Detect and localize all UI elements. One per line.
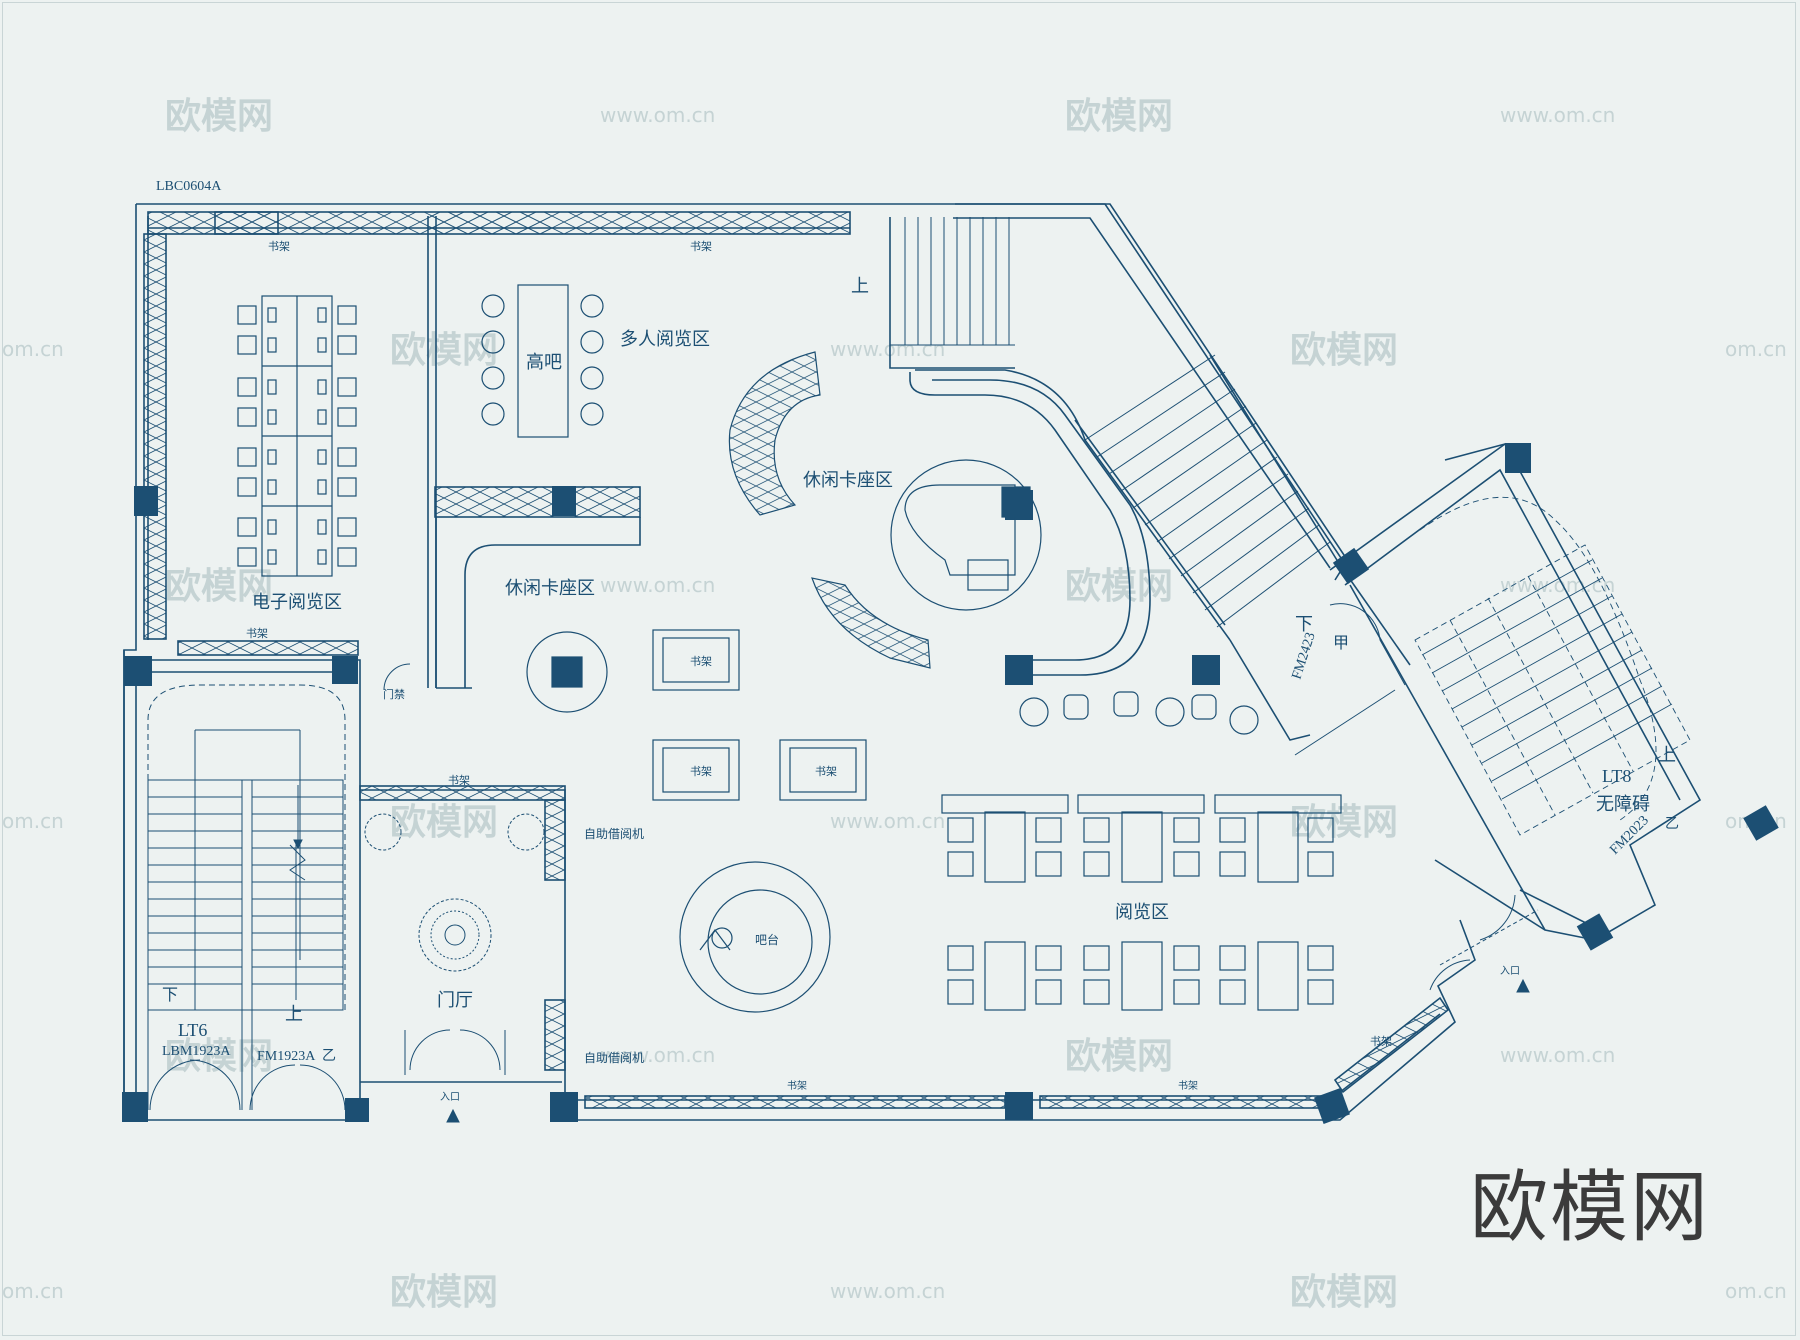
watermark-url: www.om.cn (600, 1043, 715, 1067)
lt6-name-label: LT6 (178, 1020, 207, 1040)
zone-front-desk: 吧台 (755, 932, 779, 947)
lt8-name-label: LT8 (1602, 766, 1631, 786)
watermark-logo: 欧模网 (390, 330, 498, 371)
e-reading-desks (237, 295, 357, 577)
fm2423-grade-label: 甲 (1333, 633, 1349, 652)
grand-piano (890, 459, 1042, 611)
zone-multi-reading: 多人阅览区 (620, 329, 710, 350)
bookshelf-label: 书架 (787, 1080, 807, 1092)
curved-sofas (728, 351, 931, 669)
lt6-stair (147, 684, 346, 1111)
watermark-url: www.om.cn (830, 337, 945, 361)
stair-up-label: 上 (851, 276, 869, 297)
lt6-grade-label: 乙 (322, 1048, 336, 1064)
bookshelf-unit-label: 书架 (815, 765, 837, 778)
watermark-url-short: om.cn (1725, 1279, 1787, 1303)
watermark-logo: 欧模网 (1065, 96, 1173, 137)
watermark-logo: 欧模网 (165, 566, 273, 607)
lt6-door-left-label: LBM1923A (162, 1044, 231, 1059)
watermark-url-short: om.cn (2, 337, 64, 361)
high-bar-table (481, 284, 604, 438)
self-service-label: 自助借阅机 (584, 827, 644, 841)
reading-tables (941, 794, 1342, 1011)
watermark-url: www.om.cn (830, 809, 945, 833)
zone-lounge-booth-right: 休闲卡座区 (803, 470, 893, 491)
watermark-url: www.om.cn (830, 1279, 945, 1303)
watermark-url: www.om.cn (1500, 103, 1615, 127)
labels: LBC0604A 书架 书架 书架 书架 书架 书架 书架 书架 书架 书架 电… (156, 179, 1679, 1103)
watermark-logo: 欧模网 (390, 802, 498, 843)
watermark-url-short: om.cn (1725, 337, 1787, 361)
bookshelf-unit-label: 书架 (690, 765, 712, 778)
zone-high-bar: 高吧 (526, 352, 562, 373)
bar-stools (1019, 691, 1259, 735)
watermark-logo: 欧模网 (1065, 1036, 1173, 1077)
watermark-url: www.om.cn (1500, 1043, 1615, 1067)
lt6-door-right-label: FM1923A (257, 1049, 316, 1064)
bookshelf-label: 书架 (268, 240, 290, 253)
brand-logo: 欧模网 (1470, 1163, 1711, 1253)
lt8-stair-steps (1421, 559, 1673, 800)
entrance-main-label: 入口 (440, 1092, 460, 1103)
watermark-logo: 欧模网 (165, 96, 273, 137)
watermark-layer: 欧模网 www.om.cn 欧模网 www.om.cn om.cn 欧模网 ww… (2, 96, 1787, 1313)
zone-e-reading: 电子阅览区 (252, 592, 342, 613)
watermark-logo: 欧模网 (390, 1272, 498, 1313)
lt6-up-label: 上 (285, 1004, 303, 1025)
self-service-label: 自助借阅机 (584, 1051, 644, 1065)
watermark-logo: 欧模网 (1290, 802, 1398, 843)
lt8-subtitle-label: 无障碍 (1596, 794, 1650, 815)
watermark-url-short: om.cn (2, 1279, 64, 1303)
front-desk (679, 861, 831, 1013)
watermark-logo: 欧模网 (165, 1036, 273, 1077)
bookshelf-unit-label: 书架 (690, 655, 712, 668)
zone-lounge-booth-left: 休闲卡座区 (505, 578, 595, 599)
watermark-url: www.om.cn (600, 103, 715, 127)
lobby-decor (364, 663, 545, 1075)
round-column-seat (526, 631, 608, 713)
stair-down-label: 下 (1295, 614, 1313, 635)
watermark-logo: 欧模网 (1290, 1272, 1398, 1313)
bookshelf-units (652, 629, 867, 801)
side-entrance-door (1294, 603, 1539, 991)
bookshelf-label: 书架 (246, 627, 268, 640)
zone-reading: 阅览区 (1115, 902, 1169, 923)
code-top-label: LBC0604A (156, 179, 222, 194)
bookshelf-label: 书架 (690, 240, 712, 253)
bookshelf-label: 书架 (1178, 1080, 1198, 1092)
watermark-url: www.om.cn (600, 573, 715, 597)
watermark-logo: 欧模网 (1290, 330, 1398, 371)
watermark-url-short: om.cn (2, 809, 64, 833)
lt8-grade-label: 乙 (1665, 816, 1679, 832)
zone-lobby: 门厅 (437, 990, 473, 1011)
access-control-label: 门禁 (383, 687, 405, 701)
lt6-down-label: 下 (162, 985, 178, 1004)
walls (123, 203, 1702, 1121)
watermark-logo: 欧模网 (1065, 566, 1173, 607)
fm2423-code-label: FM2423 (1290, 631, 1319, 682)
stair-arrows (293, 785, 1530, 1123)
bookshelf-label: 书架 (448, 774, 470, 787)
lt8-up-label: 上 (1658, 745, 1676, 766)
bookshelf-label: 书架 (1370, 1035, 1392, 1048)
entrance-side-label: 入口 (1500, 966, 1520, 977)
lt8-stair (1414, 496, 1691, 836)
